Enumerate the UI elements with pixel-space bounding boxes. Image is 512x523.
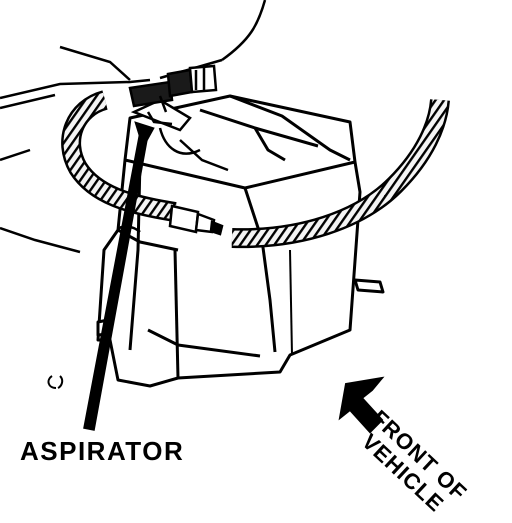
fender-outline [0, 0, 267, 254]
aspirator-label: ASPIRATOR [20, 436, 185, 466]
hose-connector [168, 204, 224, 236]
canister-housing [96, 94, 385, 388]
aspirator-valve [128, 64, 218, 132]
front-direction-arrow [338, 376, 385, 434]
aspirator-leader [83, 121, 155, 431]
screw-icon [47, 375, 64, 389]
